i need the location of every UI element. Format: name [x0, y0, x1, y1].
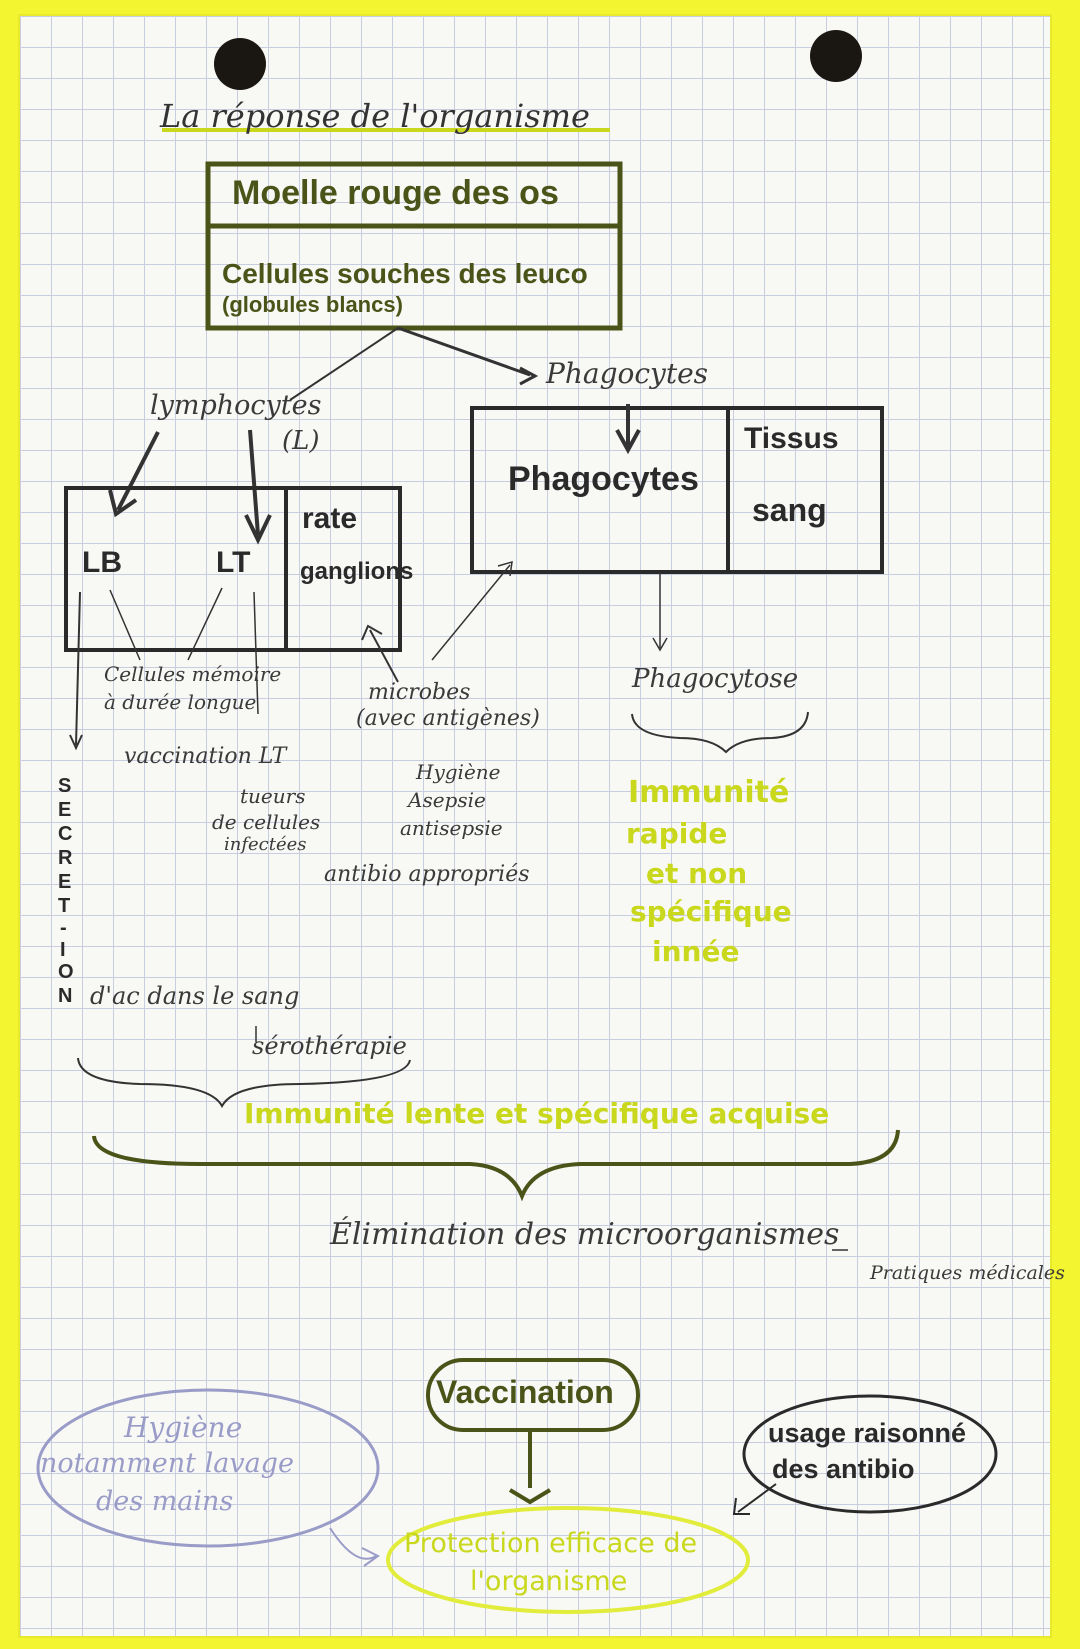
tueurs-line-2: de cellules: [212, 810, 321, 834]
microbes-line-1: microbes: [368, 680, 471, 705]
usage-bubble-line-1: usage raisonné: [768, 1418, 967, 1448]
protection-line-1: Protection efficace de: [404, 1528, 698, 1559]
secretion-letter: -: [60, 917, 67, 939]
secretion-text: d'ac dans le sang: [90, 982, 300, 1010]
immunite-acquise-label: Immunité lente et spécifique acquise: [244, 1097, 830, 1130]
microbes-line-2: (avec antigènes): [356, 706, 540, 731]
usage-bubble-line-2: des antibio: [772, 1454, 915, 1484]
pratiques-label: Pratiques médicales: [870, 1262, 1065, 1284]
lt-label: LT: [216, 546, 251, 579]
hygiene-list-4: antibio appropriés: [324, 862, 530, 887]
phagocytose-label: Phagocytose: [632, 664, 799, 694]
hygiene-list-1: Hygiène: [416, 760, 501, 784]
tueurs-line-3: infectées: [224, 834, 307, 855]
innee-line-4: spécifique: [630, 895, 792, 928]
innee-line-1: Immunité: [628, 775, 790, 810]
marrow-bottom-label-2: (globules blancs): [222, 292, 403, 317]
notebook-page: [20, 16, 1050, 1636]
sang-label: sang: [752, 492, 827, 528]
secretion-letter: I: [60, 939, 66, 961]
innee-line-2: rapide: [626, 817, 728, 850]
binder-hole-right: [810, 30, 862, 82]
phago-box-label: Phagocytes: [508, 460, 699, 498]
innee-line-5: innée: [652, 935, 740, 968]
innee-line-3: et non: [646, 857, 748, 890]
hygiene-bubble-line-1: Hygiène: [124, 1411, 243, 1444]
secretion-letter: E: [58, 871, 72, 893]
marrow-top-label: Moelle rouge des os: [232, 174, 559, 212]
secretion-letter: T: [58, 895, 71, 917]
tueurs-line-1: tueurs: [240, 784, 306, 808]
ganglions-label: ganglions: [300, 558, 414, 585]
serotherapie-label: sérothérapie: [252, 1032, 407, 1060]
hygiene-bubble-line-2: notamment lavage: [40, 1448, 294, 1479]
lb-label: LB: [82, 546, 122, 579]
tissus-label: Tissus: [744, 422, 839, 455]
secretion-letter: S: [58, 775, 72, 797]
elimination-label: Élimination des microorganismes: [330, 1217, 840, 1252]
binder-hole-left: [214, 38, 266, 90]
protection-line-2: l'organisme: [470, 1566, 628, 1597]
hygiene-bubble-line-3: des mains: [96, 1486, 234, 1517]
secretion-letter: E: [58, 799, 72, 821]
hygiene-list-2: Asepsie: [408, 788, 486, 812]
memoire-line-1: Cellules mémoire: [104, 662, 282, 686]
marrow-bottom-label-1: Cellules souches des leuco: [222, 258, 588, 289]
vaccination-label: Vaccination: [436, 1374, 614, 1410]
hygiene-list-3: antisepsie: [400, 816, 503, 840]
rate-label: rate: [302, 502, 358, 535]
memoire-line-3: vaccination LT: [124, 744, 287, 769]
secretion-letter: N: [58, 985, 73, 1007]
secretion-letter: O: [58, 961, 74, 983]
secretion-letter: C: [58, 823, 73, 845]
lymphocytes-label: lymphocytes: [150, 390, 322, 421]
lymphocytes-abbr: (L): [282, 426, 320, 456]
secretion-letter: R: [58, 847, 73, 869]
page-title: La réponse de l'organisme: [160, 97, 590, 135]
phagocytes-label-top: Phagocytes: [546, 357, 709, 390]
memoire-line-2: à durée longue: [104, 690, 257, 714]
